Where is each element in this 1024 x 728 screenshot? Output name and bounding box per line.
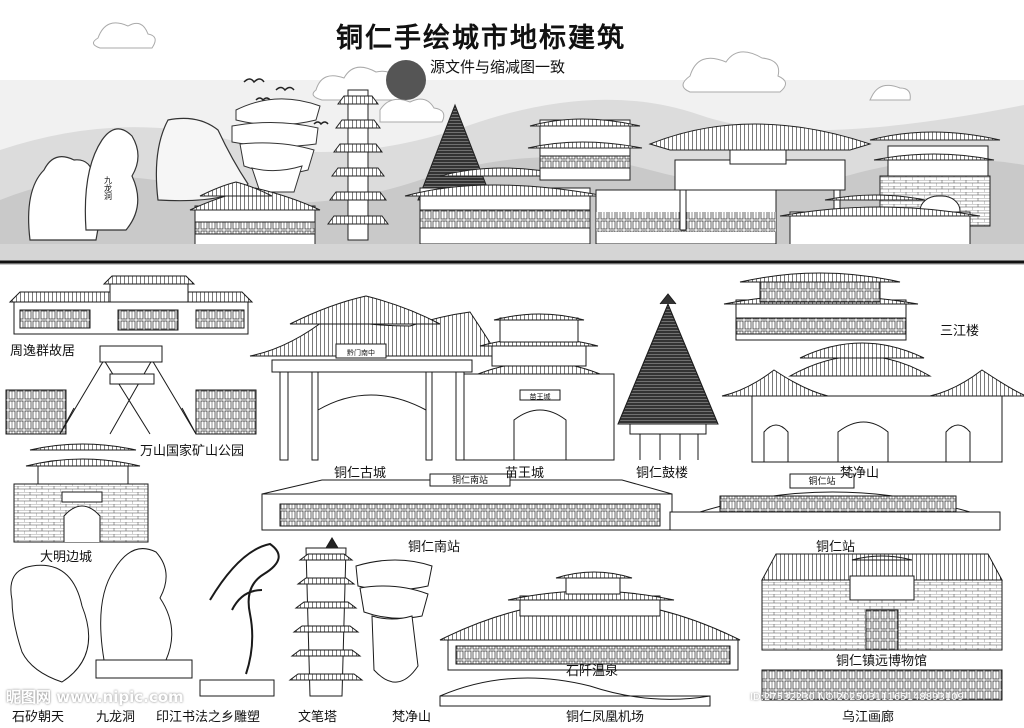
poster-subtitle: 源文件与缩减图一致: [430, 58, 566, 76]
airport-drawing: [439, 677, 711, 707]
label-drum-tower: 铜仁鼓楼: [636, 466, 689, 481]
tongren-station-drawing: [669, 473, 1001, 531]
birds: [243, 78, 329, 126]
label-shiyi: 石矽朝天: [12, 710, 65, 725]
miao-sign: 苗王城: [530, 393, 551, 401]
label-station: 铜仁站: [816, 540, 856, 555]
zhou-yiqun-residence-drawing: [8, 275, 254, 335]
gate-sign: 黔门南中: [347, 348, 375, 357]
wenbi-pagoda-drawing: [288, 537, 364, 697]
wujiang-gallery-drawing: [761, 669, 1003, 701]
south-station-sign: 铜仁南站: [452, 474, 488, 486]
label-wanshan: 万山国家矿山公园: [140, 444, 245, 459]
label-wujiang: 乌江画廊: [842, 710, 895, 725]
watermark-id: ID:27532230 NO:20250311165148893109: [750, 692, 964, 703]
label-wenbi: 文笔塔: [298, 710, 338, 725]
cloud-group: [93, 22, 911, 123]
wanshan-mine-park-drawing: [5, 345, 257, 435]
label-fanjing-rock: 梵净山: [392, 710, 432, 725]
miao-wang-city-drawing: [463, 313, 615, 461]
label-museum: 铜仁镇远博物馆: [836, 654, 928, 669]
label-jiulong: 九龙洞: [96, 710, 136, 725]
shiyi-rock-drawing: [10, 564, 90, 683]
poster-title: 铜仁手绘城市地标建筑: [336, 23, 626, 54]
museum-drawing: [761, 553, 1003, 651]
calligraphy-sculpture-drawing: [199, 542, 280, 697]
label-sanjiang: 三江楼: [940, 324, 980, 339]
landmark-drawings: [5, 272, 1024, 707]
tongren-ancient-city-gate-drawing: [249, 295, 499, 461]
label-calligraphy: 印江书法之乡雕塑: [156, 710, 261, 725]
label-fanjing-gate: 梵净山: [840, 466, 880, 481]
label-daming: 大明边城: [40, 550, 93, 565]
tongren-south-station-drawing: [261, 473, 673, 531]
label-shiqian: 石阡温泉: [566, 664, 619, 679]
label-tongren-old-town: 铜仁古城: [334, 466, 387, 481]
label-airport: 铜仁凤凰机场: [566, 710, 645, 725]
jiulong-rock-sign: 九龙洞: [104, 176, 113, 200]
station-sign: 铜仁站: [808, 475, 835, 487]
watermark-brand: 昵图网 www.nipic.com: [6, 688, 184, 706]
drum-tower-drawing: [617, 293, 719, 460]
label-zhou-yiqun: 周逸群故居: [10, 344, 76, 359]
jiulong-cave-drawing: [95, 548, 193, 679]
shiqian-hot-spring-drawing: [439, 571, 741, 671]
label-south-station: 铜仁南站: [408, 540, 461, 555]
label-miao-wang: 苗王城: [505, 466, 545, 481]
fanjing-rock-drawing: [355, 559, 433, 683]
skyline-panorama: [0, 22, 1024, 265]
daming-border-city-drawing: [13, 443, 149, 543]
fanjing-gate-drawing: [721, 342, 1024, 463]
sanjiang-tower-drawing: [723, 272, 919, 341]
